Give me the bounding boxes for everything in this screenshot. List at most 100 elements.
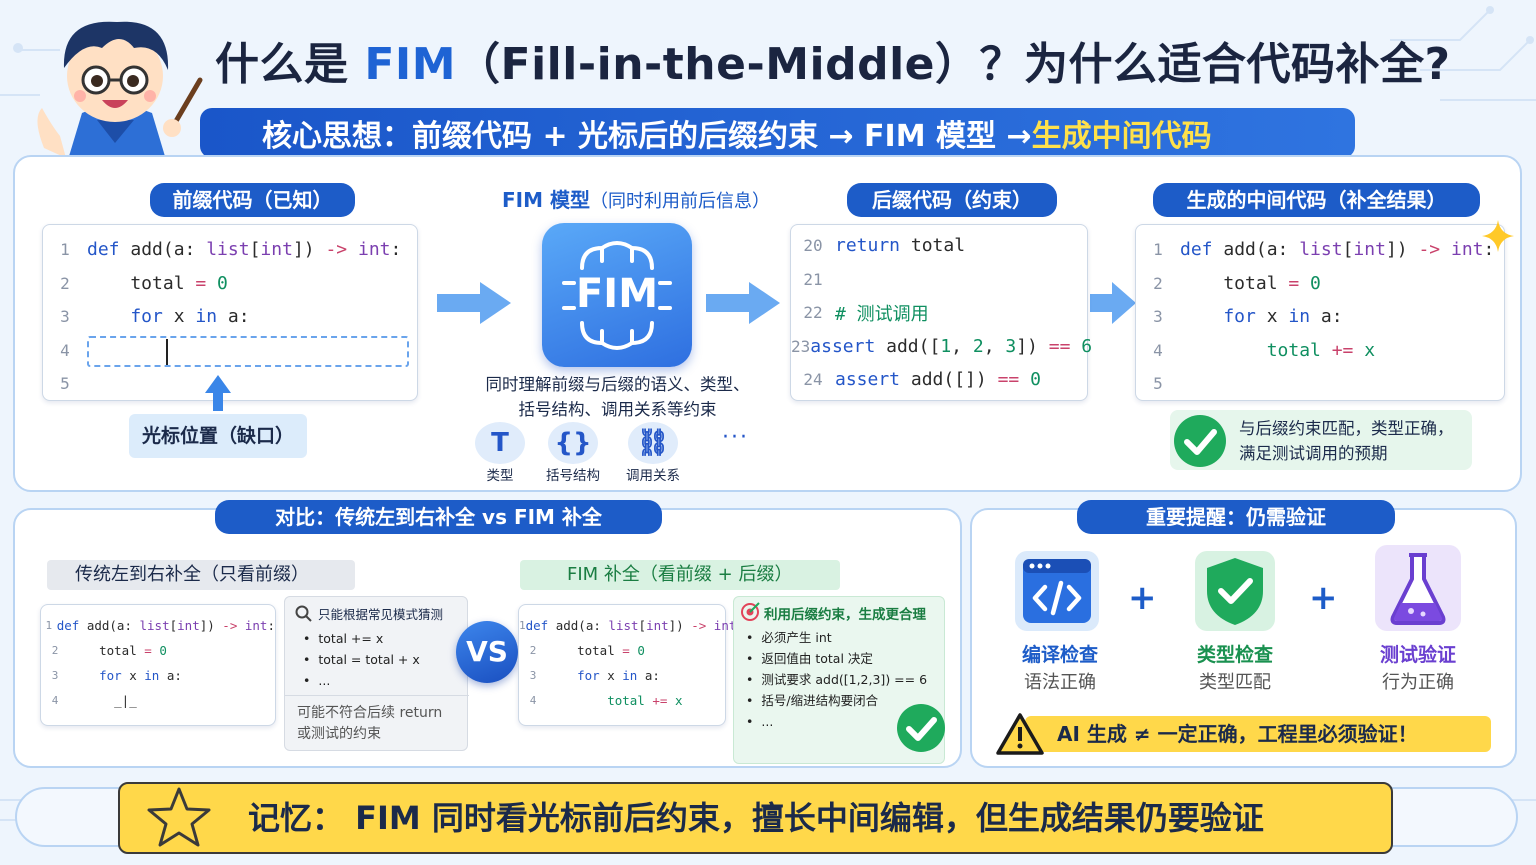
code-token: ]): [1385, 239, 1419, 260]
code-token: in: [144, 667, 160, 683]
code-token: ->: [325, 239, 348, 260]
verify-subtitle: 语法正确: [1024, 672, 1096, 693]
code-token: for: [547, 667, 600, 683]
code-token: total: [910, 235, 966, 256]
code-line: 20 return total: [791, 229, 1087, 262]
list-item: total = total + x: [303, 649, 419, 670]
code-token: =: [195, 272, 207, 294]
vs-badge: VS: [456, 621, 518, 683]
line-number: 4: [529, 693, 537, 707]
code-line: 2 total = 0: [41, 638, 275, 662]
code-token: 0: [1019, 369, 1041, 390]
line-number: 20: [803, 236, 823, 255]
code-line: 4 total += x: [1136, 334, 1504, 367]
check-circle-icon: [1174, 415, 1226, 467]
plus-sign: +: [1128, 578, 1157, 618]
verify-subtitle: 类型匹配: [1199, 672, 1271, 693]
code-line: 5: [1136, 367, 1504, 400]
code-token: total: [87, 272, 196, 294]
flask-icon: [1390, 553, 1446, 625]
code-token: in: [195, 306, 218, 327]
verify-title: 编译检查: [1021, 644, 1098, 666]
line-number: 2: [1153, 273, 1163, 293]
code-token: a:: [637, 667, 660, 683]
code-token: total: [1180, 339, 1332, 361]
sparkle-icon: [1482, 220, 1514, 252]
code-token: ]): [1016, 335, 1049, 357]
page-title: 什么是 FIM（Fill-in-the-Middle）？为什么适合代码补全?: [215, 39, 1451, 90]
code-token: x: [162, 306, 196, 327]
type-check-card: [1195, 551, 1275, 631]
code-token: assert: [835, 369, 911, 390]
code-token: total: [1180, 272, 1289, 294]
line-number: 1: [519, 618, 526, 632]
code-line: 2 total = 0: [43, 267, 417, 300]
code-token: list: [608, 617, 639, 633]
arrow-right-icon: [437, 282, 511, 324]
line-number: 24: [803, 370, 823, 389]
warning-icon: [996, 713, 1044, 755]
result-check-box: 与后缀约束匹配，类型正确，满足测试调用的预期: [1170, 410, 1472, 470]
list-item: ...: [303, 670, 420, 691]
code-line: 21: [791, 263, 1087, 296]
code-line: 4 _|_: [41, 688, 275, 712]
line-number: 4: [51, 693, 59, 707]
list-item: total += x: [303, 628, 420, 649]
code-line: 3 for x in a:: [519, 663, 725, 687]
more-features: ···: [722, 425, 749, 450]
text-cursor: [166, 339, 168, 365]
line-number: 23: [791, 336, 811, 356]
code-token: _|_: [114, 692, 137, 708]
fim-benefit-title: 利用后缀约束，生成更合理: [764, 607, 926, 623]
code-line: 22# 测试调用: [791, 296, 1087, 329]
arrow-right-icon: [1090, 282, 1136, 324]
plus-sign: +: [1309, 578, 1338, 618]
guess-list: total += xtotal = total + x...: [303, 628, 420, 691]
code-line: 3 for x in a:: [43, 300, 417, 333]
code-token: add(a:: [555, 617, 609, 633]
code-token: ]): [668, 617, 692, 633]
model-description: 同时理解前缀与后缀的语义、类型、括号结构、调用关系等约束: [485, 375, 750, 419]
code-token: 1: [940, 335, 952, 357]
line-number: 21: [803, 269, 823, 289]
fim-model-chip: FIM: [542, 223, 692, 367]
cursor-position-label: 光标位置（缺口）: [129, 414, 307, 458]
code-token: return: [835, 235, 911, 256]
code-token: list: [1299, 239, 1343, 260]
code-token: ,: [983, 335, 1006, 357]
line-number: 1: [1153, 240, 1163, 259]
code-token: 0: [1299, 272, 1321, 294]
fim-compare-label: FIM 补全（看前缀 + 后缀）: [520, 560, 840, 590]
memory-banner: 记忆： FIM 同时看光标前后约束，擅长中间编辑，但生成结果仍要验证: [118, 782, 1393, 854]
test-verify-card: [1375, 545, 1461, 631]
line-number: 2: [60, 273, 70, 293]
brain-chip-icon: [562, 241, 672, 350]
code-token: int: [1440, 239, 1484, 260]
code-token: def: [525, 617, 556, 633]
line-number: 2: [529, 643, 537, 657]
model-label: FIM 模型（同时利用前后信息）: [502, 188, 770, 212]
list-item: 必须产生 int: [746, 627, 927, 648]
line-number: 4: [1153, 340, 1163, 360]
code-token: add(a:: [1223, 239, 1300, 260]
code-token: [69, 693, 114, 708]
result-check-text: 与后缀约束匹配，类型正确，满足测试调用的预期: [1239, 419, 1454, 463]
code-token: [: [249, 239, 261, 260]
code-token: for: [1180, 306, 1256, 327]
code-token: total: [547, 642, 623, 658]
code-token: int: [706, 617, 737, 633]
code-window-icon: [1023, 559, 1091, 623]
feature-label: 类型: [486, 468, 514, 484]
guess-title: 只能根据常见模式猜测: [318, 607, 444, 622]
arrow-right-icon: [706, 282, 780, 324]
code-token: for: [69, 667, 122, 683]
code-token: 0: [206, 272, 228, 294]
line-number: 3: [529, 668, 537, 682]
code-token: ->: [691, 617, 707, 633]
